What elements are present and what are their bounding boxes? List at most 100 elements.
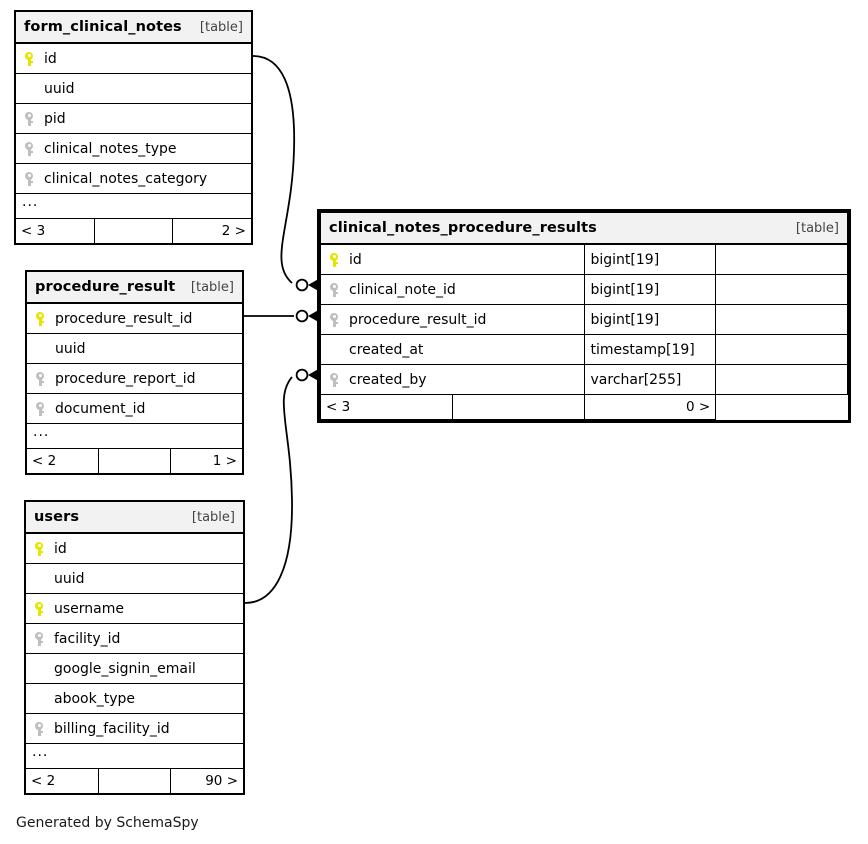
no-key-spacer xyxy=(327,342,343,358)
foreign-key-icon xyxy=(22,171,38,187)
incoming-relations-count[interactable]: < 2 xyxy=(31,773,56,789)
column-name: id xyxy=(54,540,67,557)
table-header-row: procedure_result[table] xyxy=(26,271,243,304)
table-footer-row: < 2 1 > xyxy=(26,448,243,474)
table-type-tag: [table] xyxy=(199,19,243,35)
column-type: bigint[19] xyxy=(590,311,660,328)
column-name: google_signin_email xyxy=(54,660,196,677)
more-columns-row: ... xyxy=(26,423,243,449)
no-key-spacer xyxy=(22,81,38,97)
cardinality-zero-marker xyxy=(295,309,309,323)
column-row[interactable]: uuid xyxy=(25,563,244,594)
no-key-spacer xyxy=(32,661,48,677)
column-row[interactable]: created_at timestamp[19] xyxy=(320,334,848,365)
outgoing-relations-count[interactable]: 90 > xyxy=(205,773,238,789)
column-type: timestamp[19] xyxy=(590,341,695,358)
column-spacer-cell xyxy=(715,304,848,335)
column-name: uuid xyxy=(44,80,75,97)
table-header-row: form_clinical_notes [table] xyxy=(15,11,252,44)
primary-key-icon xyxy=(22,51,38,67)
incoming-relations-count[interactable]: < 3 xyxy=(21,223,46,239)
column-name: clinical_notes_type xyxy=(44,140,177,157)
incoming-relations-count[interactable]: < 3 xyxy=(326,399,351,415)
cardinality-zero-marker xyxy=(295,278,309,292)
table-type-tag: [table] xyxy=(191,509,235,525)
foreign-key-icon xyxy=(33,371,49,387)
relationship-fk-clinical-note xyxy=(252,55,322,293)
column-type: bigint[19] xyxy=(590,281,660,298)
column-row[interactable]: id xyxy=(25,532,244,564)
foreign-key-icon xyxy=(327,372,343,388)
table-footer-row: < 3 0 > xyxy=(320,394,848,420)
outgoing-relations-count[interactable]: 2 > xyxy=(221,223,246,239)
column-row[interactable]: billing_facility_id xyxy=(25,713,244,744)
column-row[interactable]: document_id xyxy=(26,393,243,424)
column-name: uuid xyxy=(54,570,85,587)
outgoing-relations-count[interactable]: 1 > xyxy=(212,453,237,469)
column-row[interactable]: google_signin_email xyxy=(25,653,244,684)
table-header-row: clinical_notes_procedure_results[table] xyxy=(320,212,848,245)
table-form_clinical_notes: form_clinical_notes [table] id uuid pid clini… xyxy=(15,11,252,244)
table-box-form_clinical_notes[interactable]: form_clinical_notes [table] id uuid pid clini… xyxy=(14,10,253,245)
column-row[interactable]: procedure_result_id xyxy=(26,302,243,334)
primary-key-icon xyxy=(32,541,48,557)
column-row[interactable]: clinical_notes_type xyxy=(15,133,252,164)
more-columns-row: ... xyxy=(15,193,252,219)
incoming-relations-count[interactable]: < 2 xyxy=(32,453,57,469)
column-row[interactable]: abook_type xyxy=(25,683,244,714)
column-name: created_at xyxy=(349,341,424,358)
no-key-spacer xyxy=(33,341,49,357)
column-row[interactable]: procedure_report_id xyxy=(26,363,243,394)
no-key-spacer xyxy=(32,691,48,707)
relationship-line xyxy=(244,376,293,604)
foreign-key-icon xyxy=(327,282,343,298)
column-row[interactable]: procedure_result_id bigint[19] xyxy=(320,304,848,335)
column-name: clinical_notes_category xyxy=(44,170,208,187)
foreign-key-icon xyxy=(33,401,49,417)
table-clinical_notes_procedure_results: clinical_notes_procedure_results[table]i… xyxy=(320,212,848,420)
column-row[interactable]: username xyxy=(25,593,244,624)
column-row[interactable]: id xyxy=(15,42,252,74)
ellipsis-label: ... xyxy=(32,744,49,760)
column-row[interactable]: uuid xyxy=(15,73,252,104)
column-name: procedure_result_id xyxy=(349,311,487,328)
column-row[interactable]: uuid xyxy=(26,333,243,364)
table-footer-row: < 3 2 > xyxy=(15,218,252,244)
table-title: form_clinical_notes xyxy=(24,19,182,35)
relationship-line xyxy=(252,55,296,284)
no-key-spacer xyxy=(32,571,48,587)
foreign-key-icon xyxy=(32,721,48,737)
primary-key-icon xyxy=(32,601,48,617)
foreign-key-icon xyxy=(327,312,343,328)
column-row[interactable]: facility_id xyxy=(25,623,244,654)
column-name: username xyxy=(54,600,124,617)
cardinality-zero-marker xyxy=(295,368,309,382)
column-row[interactable]: pid xyxy=(15,103,252,134)
column-name: id xyxy=(44,50,57,67)
column-row[interactable]: clinical_notes_category xyxy=(15,163,252,194)
column-row[interactable]: clinical_note_id bigint[19] xyxy=(320,274,848,305)
column-name: procedure_result_id xyxy=(55,310,193,327)
table-procedure_result: procedure_result[table] procedure_result_… xyxy=(26,271,243,474)
relationship-fk-created-by xyxy=(244,367,322,604)
column-spacer-cell xyxy=(715,274,848,305)
column-type: varchar[255] xyxy=(590,371,682,388)
relationship-fk-procedure-result xyxy=(244,308,322,324)
table-type-tag: [table] xyxy=(795,220,839,236)
column-type: bigint[19] xyxy=(590,251,660,268)
footer-spacer-cell xyxy=(715,394,848,420)
outgoing-relations-count[interactable]: 0 > xyxy=(686,399,711,415)
column-spacer-cell xyxy=(715,243,848,275)
column-name: procedure_report_id xyxy=(55,370,196,387)
table-title: users xyxy=(34,509,80,525)
column-name: clinical_note_id xyxy=(349,281,456,298)
table-box-clinical_notes_procedure_results[interactable]: clinical_notes_procedure_results[table]i… xyxy=(317,209,851,423)
table-box-procedure_result[interactable]: procedure_result[table] procedure_result_… xyxy=(25,270,244,475)
foreign-key-icon xyxy=(32,631,48,647)
column-name: document_id xyxy=(55,400,146,417)
more-columns-row: ... xyxy=(25,743,244,769)
